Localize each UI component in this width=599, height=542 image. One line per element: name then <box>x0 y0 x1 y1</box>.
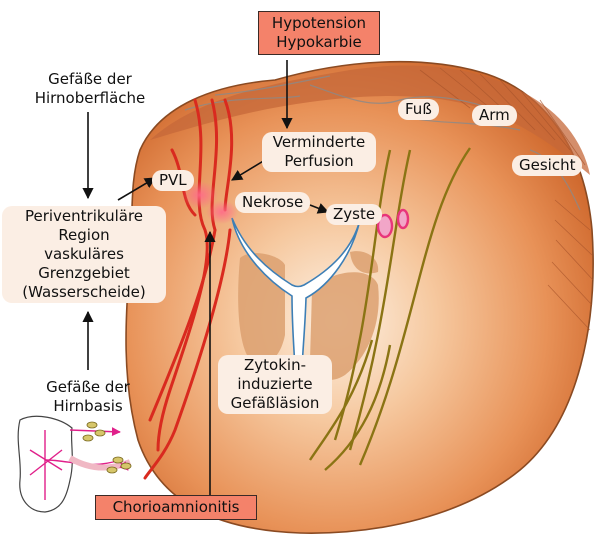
basal-vessels-label: Gefäße der Hirnbasis <box>28 378 148 416</box>
chorioamnionitis-label: Chorioamnionitis <box>102 498 250 517</box>
basal-vessels-line-2: Hirnbasis <box>28 397 148 416</box>
necrosis-label: Nekrose <box>235 192 310 213</box>
cyst-label: Zyste <box>326 204 382 225</box>
reduced-perfusion-line-1: Verminderte <box>269 133 369 152</box>
surface-vessels-line-2: Hirnoberfläche <box>30 89 150 108</box>
face-label: Gesicht <box>512 155 582 176</box>
region-line-2: Region <box>9 226 159 245</box>
periventricular-region-label: Periventrikuläre Region vaskuläres Grenz… <box>2 206 166 303</box>
hypotension-box: Hypotension Hypokarbie <box>258 11 380 55</box>
cytokine-line-3: Gefäßläsion <box>225 394 325 413</box>
surface-vessels-line-1: Gefäße der <box>30 70 150 89</box>
pvl-lesion-2 <box>206 200 238 224</box>
region-line-3: vaskuläres <box>9 245 159 264</box>
cytokine-line-1: Zytokin- <box>225 356 325 375</box>
reduced-perfusion-label: Verminderte Perfusion <box>262 132 376 172</box>
chorioamnionitis-box: Chorioamnionitis <box>95 495 257 520</box>
region-line-1: Periventrikuläre <box>9 207 159 226</box>
reduced-perfusion-line-2: Perfusion <box>269 152 369 171</box>
hypokarbie-label: Hypokarbie <box>265 33 373 52</box>
surface-vessels-label: Gefäße der Hirnoberfläche <box>30 70 150 108</box>
region-line-4: Grenzgebiet <box>9 264 159 283</box>
pvl-label: PVL <box>152 170 194 191</box>
arm-label: Arm <box>472 105 517 126</box>
cyst-2 <box>398 210 408 228</box>
basal-vessels-line-1: Gefäße der <box>28 378 148 397</box>
foot-label: Fuß <box>398 99 439 120</box>
cytokine-lesion-label: Zytokin- induzierte Gefäßläsion <box>218 355 332 414</box>
region-line-5: (Wasserscheide) <box>9 283 159 302</box>
cytokine-line-2: induzierte <box>225 375 325 394</box>
hypotension-label: Hypotension <box>265 14 373 33</box>
